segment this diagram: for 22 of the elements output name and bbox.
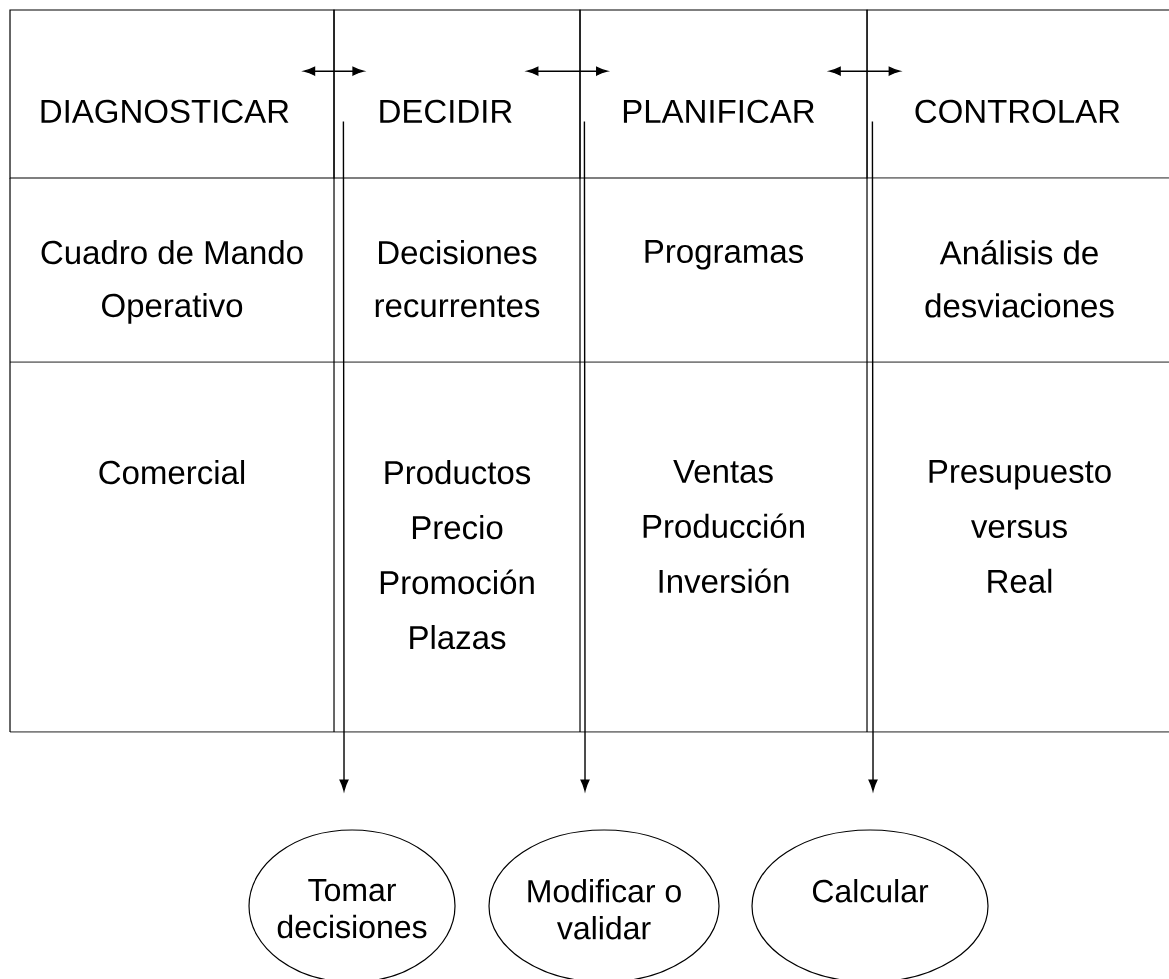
cell-text: Decisiones recurrentes: [375, 240, 540, 318]
column-heading: CONTROLAR: [915, 99, 1120, 124]
cell-text: Comercial: [99, 460, 245, 485]
arrow: [339, 120, 349, 792]
arrow: [580, 120, 590, 792]
arrow: [526, 66, 608, 76]
table-cell: [333, 9, 581, 179]
arrow: [868, 120, 878, 792]
cell-text: Análisis de desviaciones: [925, 240, 1114, 318]
table-cell: [866, 9, 1169, 179]
column-heading: DECIDIR: [380, 99, 512, 124]
cell-text: Ventas Producción Inversión: [643, 460, 804, 593]
arrow: [303, 66, 365, 76]
cell-text: Presupuesto versus Real: [929, 460, 1111, 593]
table-cell: [9, 9, 335, 179]
table-cell: [579, 9, 868, 179]
cell-text: Programas: [645, 240, 803, 270]
arrow: [829, 66, 901, 76]
column-heading: DIAGNOSTICAR: [41, 99, 289, 124]
cell-text: Productos Precio Promoción Plazas: [380, 460, 534, 650]
column-heading: PLANIFICAR: [623, 99, 815, 124]
cell-text: Cuadro de Mando Operativo: [41, 240, 303, 324]
